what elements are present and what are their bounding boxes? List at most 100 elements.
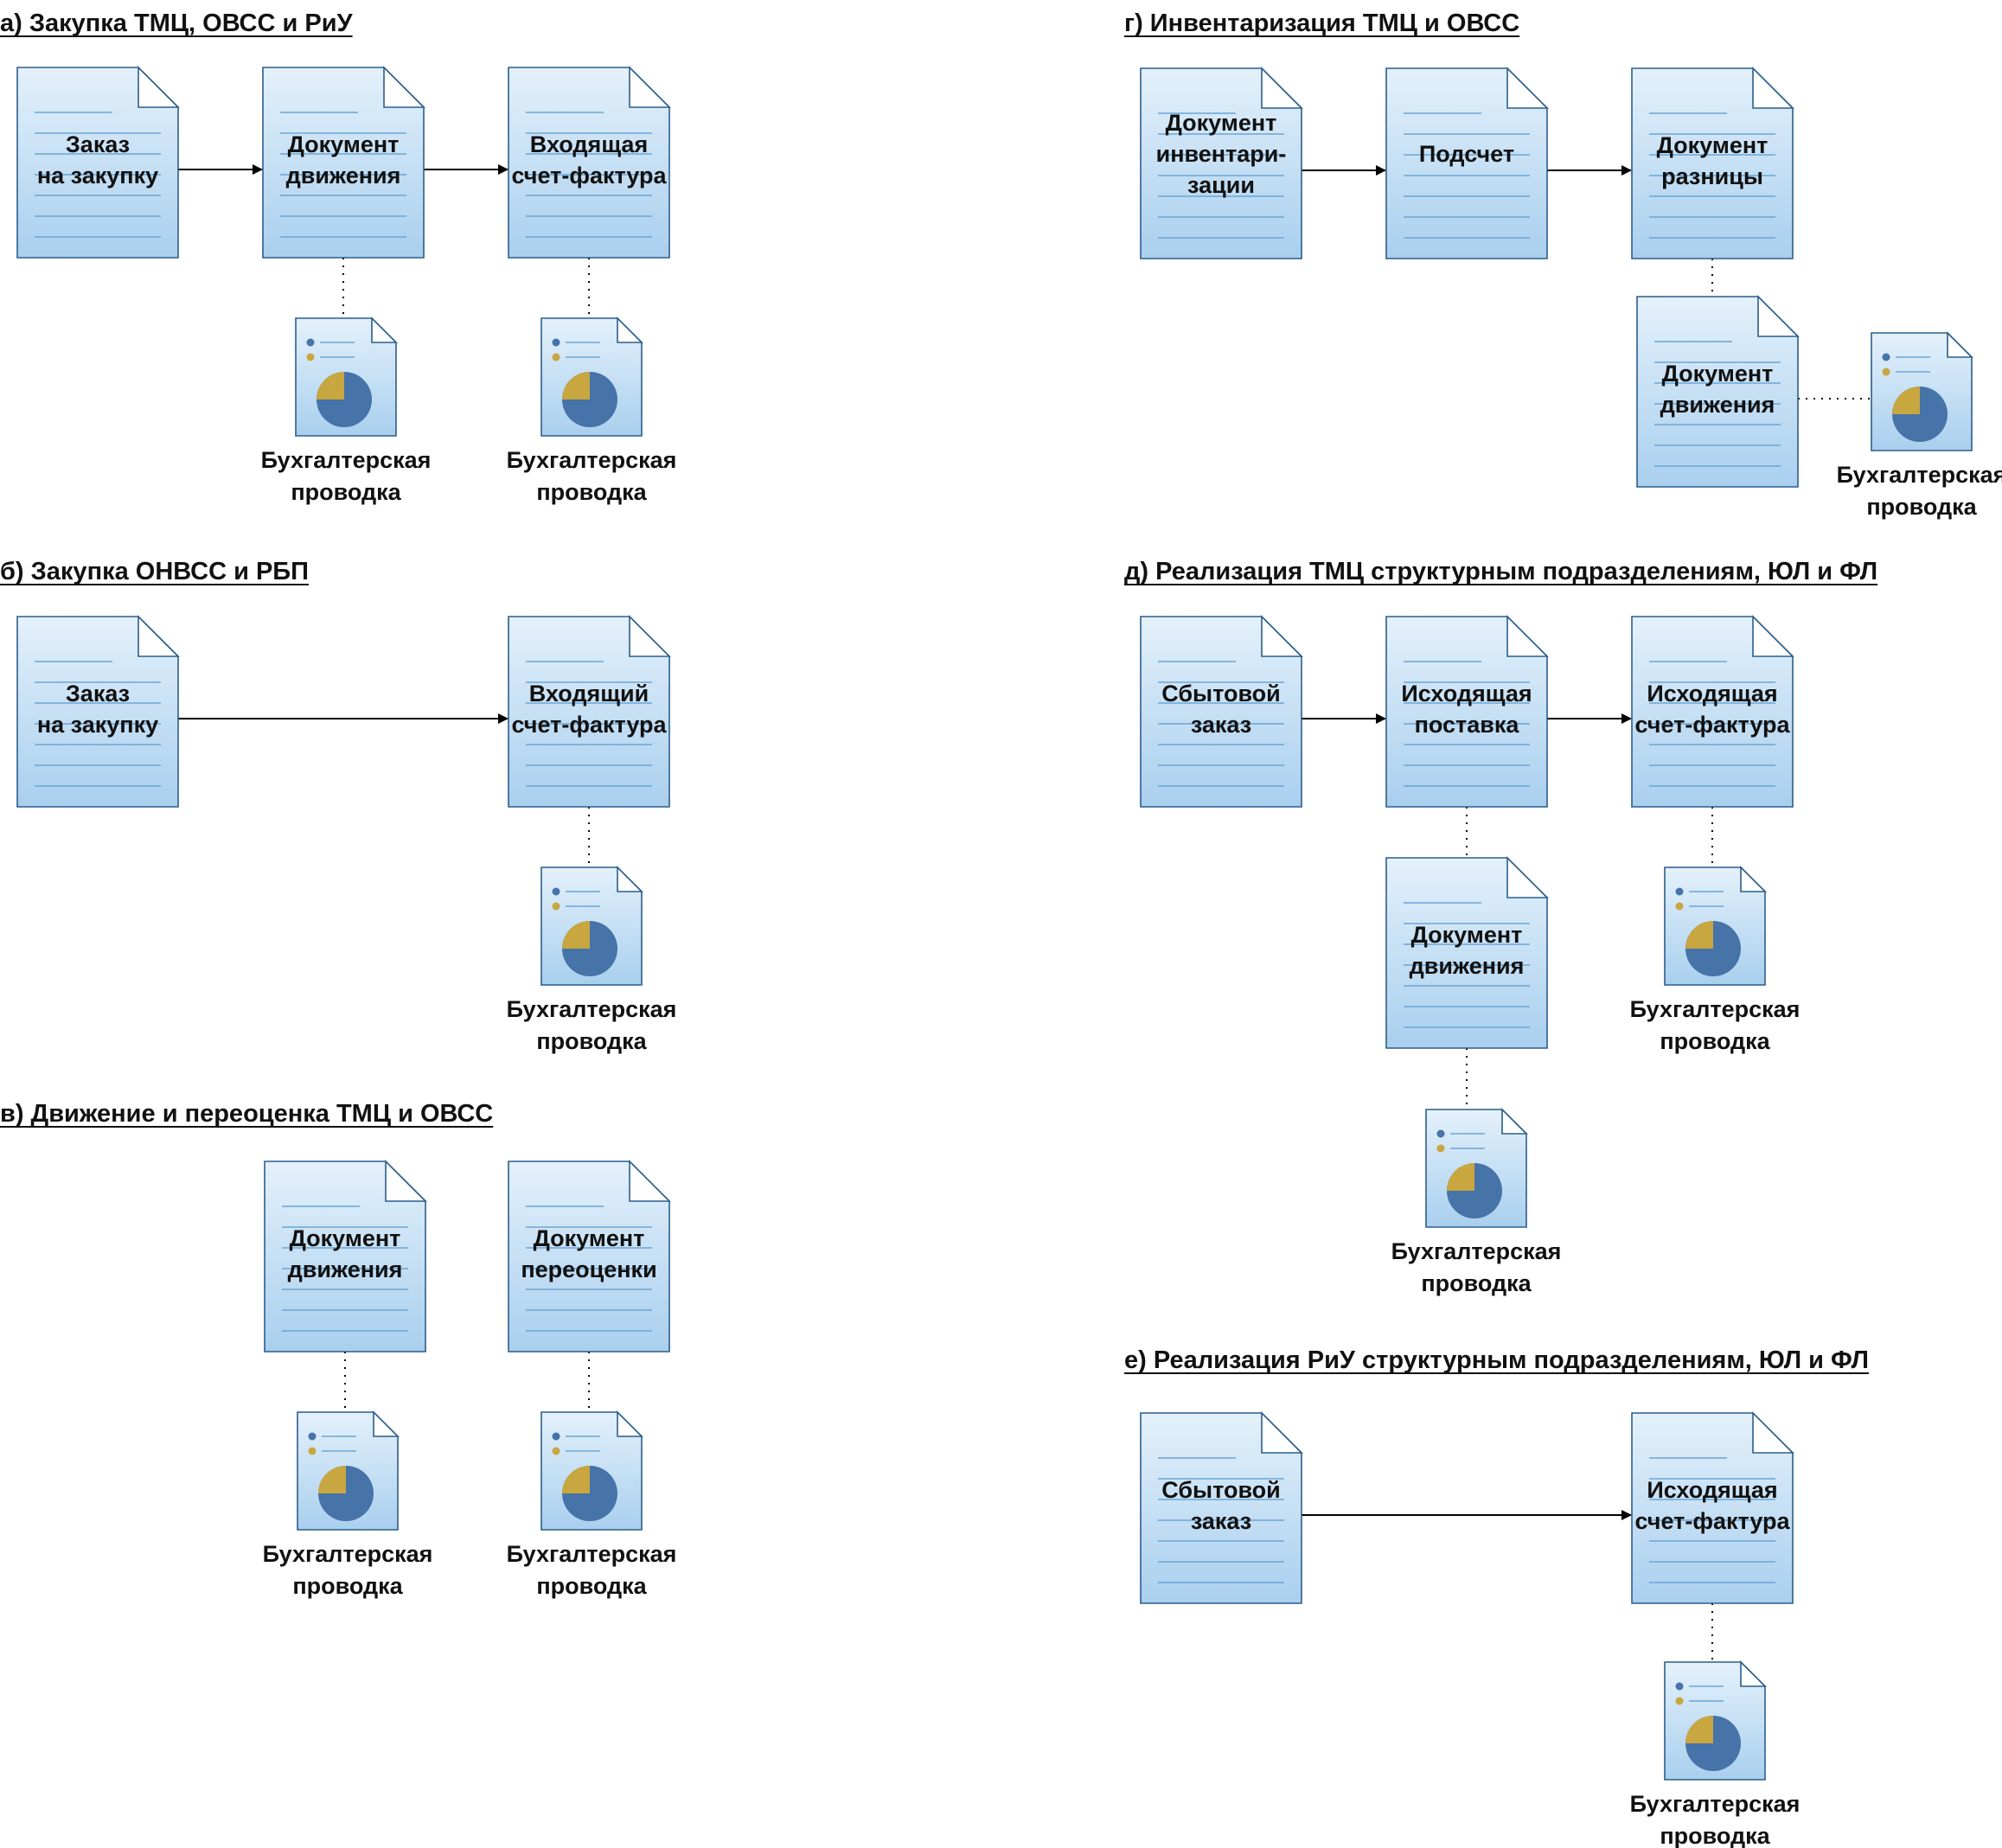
document-fold [1757, 295, 1800, 337]
document-label: Документ [1411, 922, 1523, 948]
document-icon [262, 67, 425, 259]
accounting-entry-label: Бухгалтерская [507, 1541, 677, 1567]
section-title-g: г) Инвентаризация ТМЦ и ОВСС [1124, 10, 1519, 37]
document-icon [1140, 1412, 1302, 1604]
section-title-e: е) Реализация РиУ структурным подразделе… [1124, 1346, 1869, 1374]
legend-dot-icon [552, 338, 560, 347]
document-label: движения [1660, 392, 1775, 418]
document-label: Документ [534, 1225, 645, 1251]
document-icon [508, 616, 670, 808]
document-fold [138, 66, 180, 108]
document-label: Документ [290, 1225, 401, 1251]
accounting-entry-label: проводка [1866, 494, 1977, 520]
document-d4[interactable]: Документ движения [1385, 856, 1549, 1049]
accounting-entry-ve2[interactable]: Бухгалтерская проводка [507, 1410, 677, 1599]
document-fold [1506, 856, 1549, 898]
document-label: Заказ [66, 681, 130, 707]
document-fold [138, 615, 180, 657]
titles-layer: а) Закупка ТМЦ, ОВСС и РиУ б) Закупка ОНВ… [0, 10, 1878, 1374]
accounting-entry-label: проводка [292, 1573, 403, 1599]
accounting-entry-de2[interactable]: Бухгалтерская проводка [1630, 866, 1801, 1054]
legend-dot-icon [306, 338, 315, 347]
section-title-a: а) Закупка ТМЦ, ОВСС и РиУ [0, 10, 354, 37]
section-title-b: б) Закупка ОНВСС и РБП [0, 558, 309, 585]
accounting-entry-label: проводка [291, 479, 401, 505]
document-label: Документ [1166, 110, 1277, 136]
accounting-entry-label: Бухгалтерская [261, 447, 432, 473]
document-icon [1385, 67, 1548, 259]
pie-slice [1892, 387, 1920, 414]
document-g2[interactable]: Подсчет [1385, 67, 1549, 259]
document-icon [1140, 616, 1302, 808]
document-icon [1631, 1412, 1794, 1604]
legend-dot-icon [1436, 1129, 1445, 1138]
document-label: счет-фактура [511, 712, 667, 738]
pie-slice [562, 1466, 590, 1493]
legend-dot-icon [1675, 1697, 1684, 1705]
document-label: движения [1410, 953, 1525, 979]
accounting-entry-label: проводка [1421, 1270, 1532, 1296]
document-label: поставка [1415, 712, 1520, 738]
accounting-entry-label: Бухгалтерская [1630, 1791, 1801, 1817]
document-d2[interactable]: Исходящая поставка [1385, 615, 1549, 808]
document-fold [1261, 1411, 1303, 1454]
document-label: движения [288, 1257, 403, 1282]
document-v1[interactable]: Документ движения [264, 1160, 427, 1352]
document-fold [1752, 1411, 1794, 1454]
document-icon [1631, 616, 1794, 808]
document-label: Исходящая [1401, 681, 1532, 707]
pie-slice [1685, 1716, 1713, 1743]
document-label: Подсчет [1419, 141, 1514, 167]
accounting-entry-label: проводка [1660, 1028, 1770, 1054]
document-icon [1140, 67, 1302, 259]
pie-slice [318, 1466, 346, 1493]
document-label: Исходящая [1647, 681, 1777, 707]
legend-dot-icon [552, 1447, 560, 1455]
document-label: инвентари- [1156, 141, 1287, 167]
document-fold [1752, 615, 1794, 657]
document-d3[interactable]: Исходящая счет-фактура [1631, 615, 1794, 808]
legend-dot-icon [306, 353, 315, 361]
accounting-entry-ae1[interactable]: Бухгалтерская проводка [261, 317, 432, 505]
document-label: Документ [1657, 132, 1769, 158]
document-label: Документ [288, 131, 400, 157]
report-document-fold [617, 866, 643, 892]
section-title-d: д) Реализация ТМЦ структурным подразделе… [1124, 558, 1877, 585]
document-fold [1506, 67, 1549, 109]
accounting-entry-label: проводка [536, 1573, 647, 1599]
legend-dot-icon [552, 353, 560, 361]
document-label: счет-фактура [1634, 712, 1790, 738]
legend-dot-icon [1436, 1144, 1445, 1153]
document-fold [1752, 67, 1794, 109]
report-document-fold [373, 1410, 400, 1437]
legend-dot-icon [308, 1447, 317, 1455]
accounting-entry-label: Бухгалтерская [507, 447, 677, 473]
report-document-fold [617, 1410, 643, 1437]
document-icon [264, 1161, 426, 1352]
document-g4[interactable]: Документ движения [1636, 295, 1800, 488]
accounting-entry-label: проводка [536, 1028, 647, 1054]
document-label: счет-фактура [1634, 1508, 1790, 1534]
accounting-entry-label: Бухгалтерская [1630, 996, 1801, 1022]
document-label: Сбытовой [1161, 1477, 1281, 1503]
document-label: Документ [1662, 361, 1774, 387]
legend-dot-icon [1675, 902, 1684, 911]
